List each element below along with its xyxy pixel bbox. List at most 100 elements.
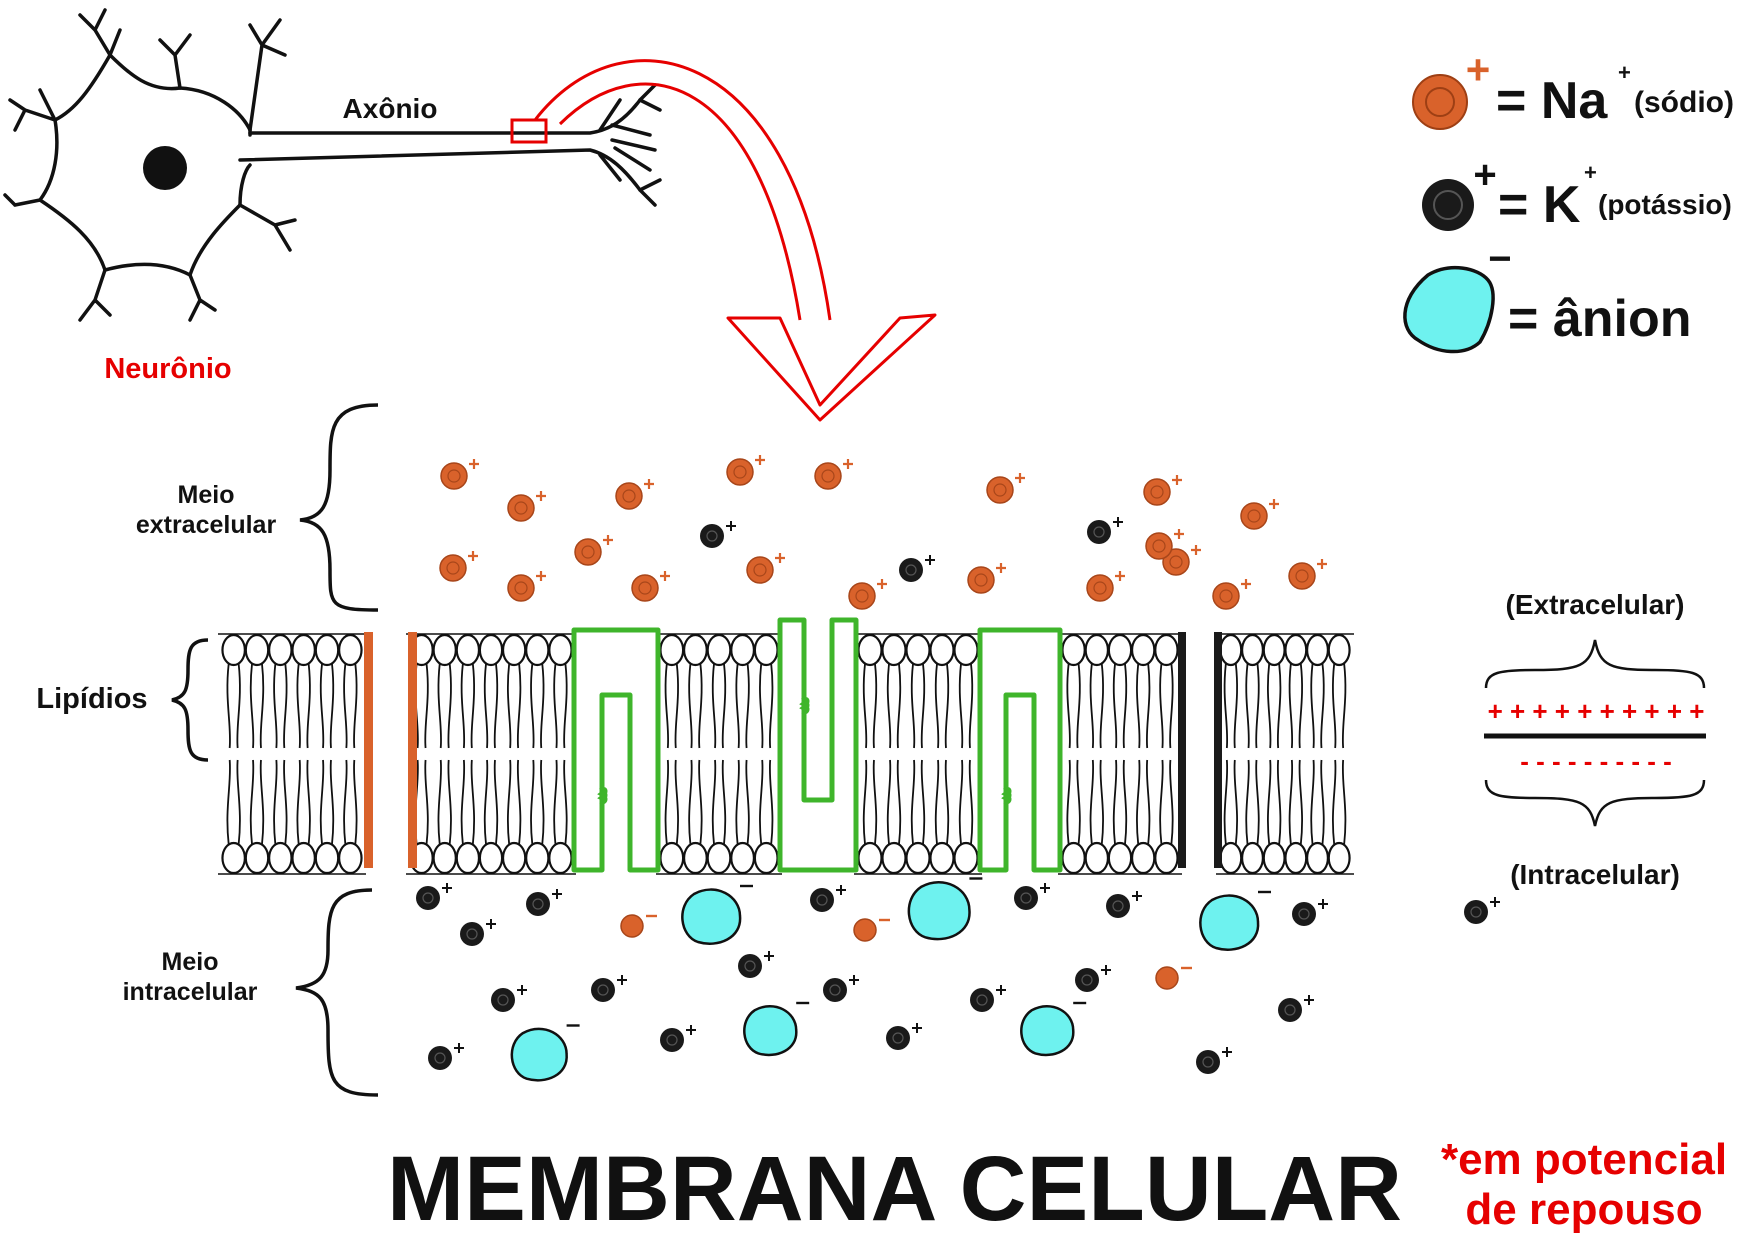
sodium-channel-wall bbox=[408, 632, 417, 868]
potassium-icon-swirl bbox=[1433, 190, 1463, 220]
potassium-ion-body bbox=[460, 922, 484, 946]
lipid-head bbox=[221, 841, 246, 875]
plus-sign bbox=[442, 883, 452, 893]
lipid-tail bbox=[437, 759, 452, 845]
potassium-charge: + bbox=[1473, 153, 1496, 197]
plus-sign bbox=[1317, 559, 1327, 569]
anion-body bbox=[1020, 1005, 1075, 1057]
potassium-ion-swirl bbox=[892, 1032, 904, 1044]
sodium-ion-swirl bbox=[855, 589, 869, 603]
lipid-head bbox=[525, 633, 550, 667]
lipid-head bbox=[268, 633, 293, 667]
resting-note-line1: *em potencial bbox=[1441, 1135, 1727, 1184]
plus-sign bbox=[660, 571, 670, 581]
lipid-tail bbox=[664, 759, 679, 845]
lipid-head bbox=[1107, 633, 1133, 667]
plus-sign bbox=[996, 985, 1006, 995]
legend-sodium: + = Na + (sódio) bbox=[1412, 46, 1734, 130]
potassium-ion bbox=[1106, 891, 1142, 918]
plus-sign bbox=[755, 455, 765, 465]
sodium-ion bbox=[440, 459, 479, 490]
sodium-ion-body bbox=[1240, 502, 1268, 530]
lipid-head bbox=[953, 841, 979, 875]
zoom-arrow-curve bbox=[533, 59, 832, 321]
lipid-head bbox=[432, 841, 457, 875]
lipid-tail bbox=[483, 759, 499, 845]
neuron-drawing bbox=[3, 8, 662, 322]
sodium-ion-body bbox=[726, 458, 754, 486]
potassium-ion-body bbox=[1196, 1050, 1220, 1074]
sodium-note: (sódio) bbox=[1634, 86, 1734, 119]
lipid-tail bbox=[688, 663, 703, 749]
lipid-tail bbox=[1310, 663, 1325, 749]
sodium-ion bbox=[726, 455, 765, 486]
potassium-ion bbox=[738, 951, 774, 978]
sodium-ion-body bbox=[814, 462, 842, 490]
plus-sign bbox=[536, 491, 546, 501]
lipid-head bbox=[478, 633, 504, 667]
lipid-tail bbox=[1159, 663, 1174, 749]
plus-sign bbox=[1222, 1047, 1232, 1057]
sodium-ion-body bbox=[1143, 478, 1171, 506]
lipid-head bbox=[753, 841, 779, 875]
lipid-tail bbox=[1310, 759, 1325, 845]
lipid-tail bbox=[437, 663, 452, 749]
lipid-tail bbox=[688, 759, 703, 845]
anion-charge: − bbox=[1488, 237, 1511, 281]
plus-sign bbox=[775, 553, 785, 563]
pump-outline bbox=[977, 627, 1063, 873]
anion bbox=[1020, 1001, 1087, 1057]
lipid-tail bbox=[226, 759, 241, 845]
lipid-tail bbox=[460, 759, 475, 845]
plus-sign bbox=[1172, 475, 1182, 485]
lipid-head bbox=[478, 841, 504, 875]
lipid-bilayer bbox=[218, 632, 1354, 875]
anion-body bbox=[1199, 894, 1260, 951]
plus-sign bbox=[469, 459, 479, 469]
potassium-icon bbox=[1422, 179, 1474, 231]
lipid-head bbox=[753, 633, 779, 667]
lipid-tail bbox=[553, 663, 568, 749]
lipid-head bbox=[455, 841, 481, 875]
potassium-ion-body bbox=[700, 524, 724, 548]
lipid-tail bbox=[1066, 759, 1081, 845]
lipid-head bbox=[1284, 633, 1308, 667]
sodium-ion-body bbox=[746, 556, 774, 584]
sodium-channel-wall bbox=[364, 632, 373, 868]
anion bbox=[1199, 890, 1271, 951]
potassium-ion-swirl bbox=[1081, 974, 1093, 986]
potassium-ion-swirl bbox=[744, 960, 756, 972]
lipid-segment bbox=[218, 633, 366, 875]
pump-coil bbox=[1001, 787, 1012, 805]
extracellular-label-line1: Meio bbox=[178, 481, 235, 509]
lipid-tail bbox=[934, 759, 950, 845]
sodium-ion-negative bbox=[620, 914, 657, 938]
intracellular-label-line1: Meio bbox=[162, 948, 219, 976]
axon-terminal-branches bbox=[598, 83, 662, 207]
polarity-inset: (Extracelular) + + + + + + + + + + - - -… bbox=[1484, 589, 1706, 890]
plus-sign bbox=[468, 551, 478, 561]
lipid-head bbox=[338, 841, 363, 875]
lipid-head bbox=[314, 841, 340, 875]
lipid-tail bbox=[1159, 759, 1174, 845]
lipid-tail bbox=[343, 663, 358, 749]
sodium-ion bbox=[746, 553, 785, 584]
potassium-ion-body bbox=[738, 954, 762, 978]
lipid-head bbox=[1107, 841, 1133, 875]
plus-sign bbox=[849, 975, 859, 985]
axon-zoom-marker bbox=[510, 118, 548, 144]
sodium-ion bbox=[1288, 559, 1327, 590]
potassium-ion-body bbox=[886, 1026, 910, 1050]
ion-particles bbox=[416, 455, 1500, 1082]
plus-sign bbox=[1490, 897, 1500, 907]
lipid-tail bbox=[414, 663, 429, 749]
lipid-head bbox=[432, 633, 457, 667]
potassium-ion bbox=[416, 883, 452, 910]
potassium-ion-body bbox=[526, 892, 550, 916]
lipid-head bbox=[525, 841, 550, 875]
lipid-tail bbox=[296, 759, 311, 845]
potassium-ion-swirl bbox=[706, 530, 718, 542]
potassium-ion bbox=[526, 889, 562, 916]
potassium-ion-body bbox=[1464, 900, 1488, 924]
sodium-ion bbox=[1143, 475, 1182, 506]
